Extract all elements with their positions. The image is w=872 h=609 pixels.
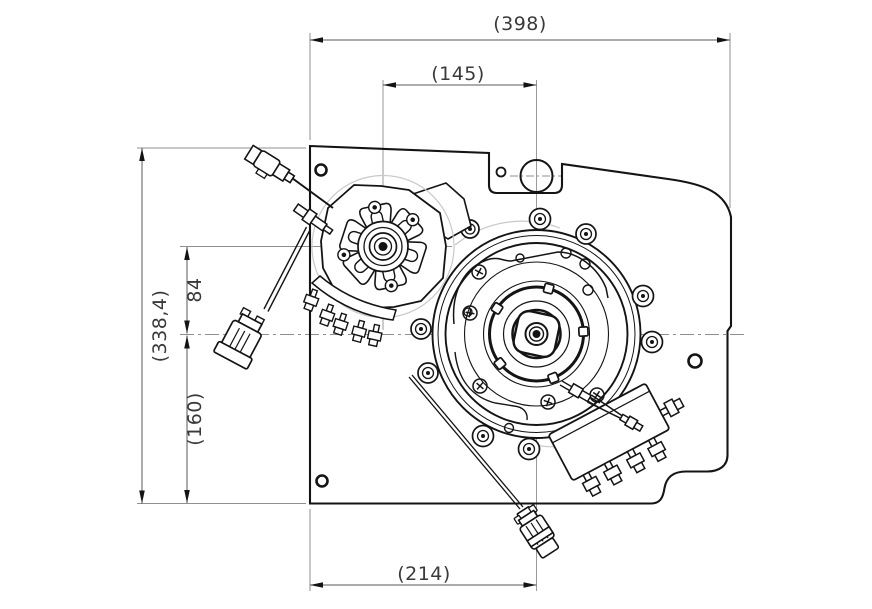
mounting-plate bbox=[308, 144, 733, 505]
dimension-arrows bbox=[139, 37, 730, 588]
phillips-screw-icon bbox=[472, 378, 488, 394]
bracket-pin-hole bbox=[495, 166, 507, 178]
dim-label-motor-to-bottom: (160) bbox=[184, 392, 206, 446]
motor-phase-cable bbox=[559, 380, 644, 433]
plate-hole-bottom-left bbox=[315, 474, 329, 488]
dim-label-edge-to-motor: (214) bbox=[397, 563, 451, 585]
motor-cover-seam-lower bbox=[454, 351, 528, 421]
hex-bolt-icon bbox=[417, 362, 439, 384]
top-left-connector bbox=[243, 144, 296, 184]
motor-flange-mid bbox=[437, 235, 636, 433]
alternator-adjuster-bolt bbox=[292, 203, 334, 236]
bracket-bore bbox=[519, 159, 554, 193]
motor-flange-inner bbox=[444, 242, 629, 426]
bottom-connector bbox=[513, 504, 560, 559]
bottom-harness bbox=[408, 374, 560, 559]
hex-bolt-icon bbox=[575, 223, 597, 245]
dim-label-overall-width: (398) bbox=[493, 13, 547, 35]
terminal-box-body bbox=[548, 383, 670, 481]
plate-hole-top-left bbox=[314, 163, 328, 177]
dimension-labels: (398) (145) (338,4) 84 (160) (214) bbox=[149, 13, 547, 585]
traction-motor bbox=[410, 207, 664, 461]
cable-gland bbox=[567, 382, 644, 433]
extension-lines bbox=[137, 33, 731, 591]
plate-outline bbox=[308, 144, 733, 505]
alternator-shaft-center bbox=[378, 242, 388, 251]
alternator-terminal-studs bbox=[302, 288, 383, 348]
motor-flange-bolts bbox=[410, 207, 664, 461]
hex-bolt-icon bbox=[640, 330, 664, 354]
hex-bolt-icon bbox=[528, 207, 552, 231]
motor-stator-ring bbox=[482, 280, 591, 388]
dim-label-overall-height: (338,4) bbox=[149, 290, 171, 363]
motor-small-holes bbox=[463, 247, 594, 434]
motor-rotor-hub bbox=[488, 282, 589, 385]
motor-shaft-center bbox=[532, 330, 541, 338]
alternator-tip-screws bbox=[337, 200, 420, 293]
top-left-harness bbox=[243, 144, 334, 209]
alternator-pulley-hub bbox=[357, 220, 409, 273]
dim-label-center-distance: (145) bbox=[431, 63, 485, 85]
left-connector bbox=[213, 306, 266, 370]
hex-bolt-icon bbox=[631, 284, 655, 308]
phillips-screw-icon bbox=[471, 264, 487, 280]
terminal-box-seam bbox=[552, 390, 650, 444]
alternator bbox=[292, 174, 455, 348]
phillips-screw-icon bbox=[540, 394, 556, 410]
motor-housing-ring bbox=[463, 261, 610, 407]
plate-hole-right bbox=[687, 353, 703, 369]
dimensions bbox=[141, 39, 730, 586]
dim-label-vertical-offset: 84 bbox=[184, 277, 206, 302]
left-harness bbox=[213, 226, 312, 370]
hex-bolt-icon bbox=[471, 424, 495, 448]
hex-bolt-icon bbox=[517, 437, 541, 461]
alternator-bottom-band bbox=[310, 275, 397, 321]
hex-bolt-icon bbox=[410, 318, 432, 340]
terminal-studs bbox=[581, 397, 685, 498]
terminal-box bbox=[548, 383, 685, 498]
